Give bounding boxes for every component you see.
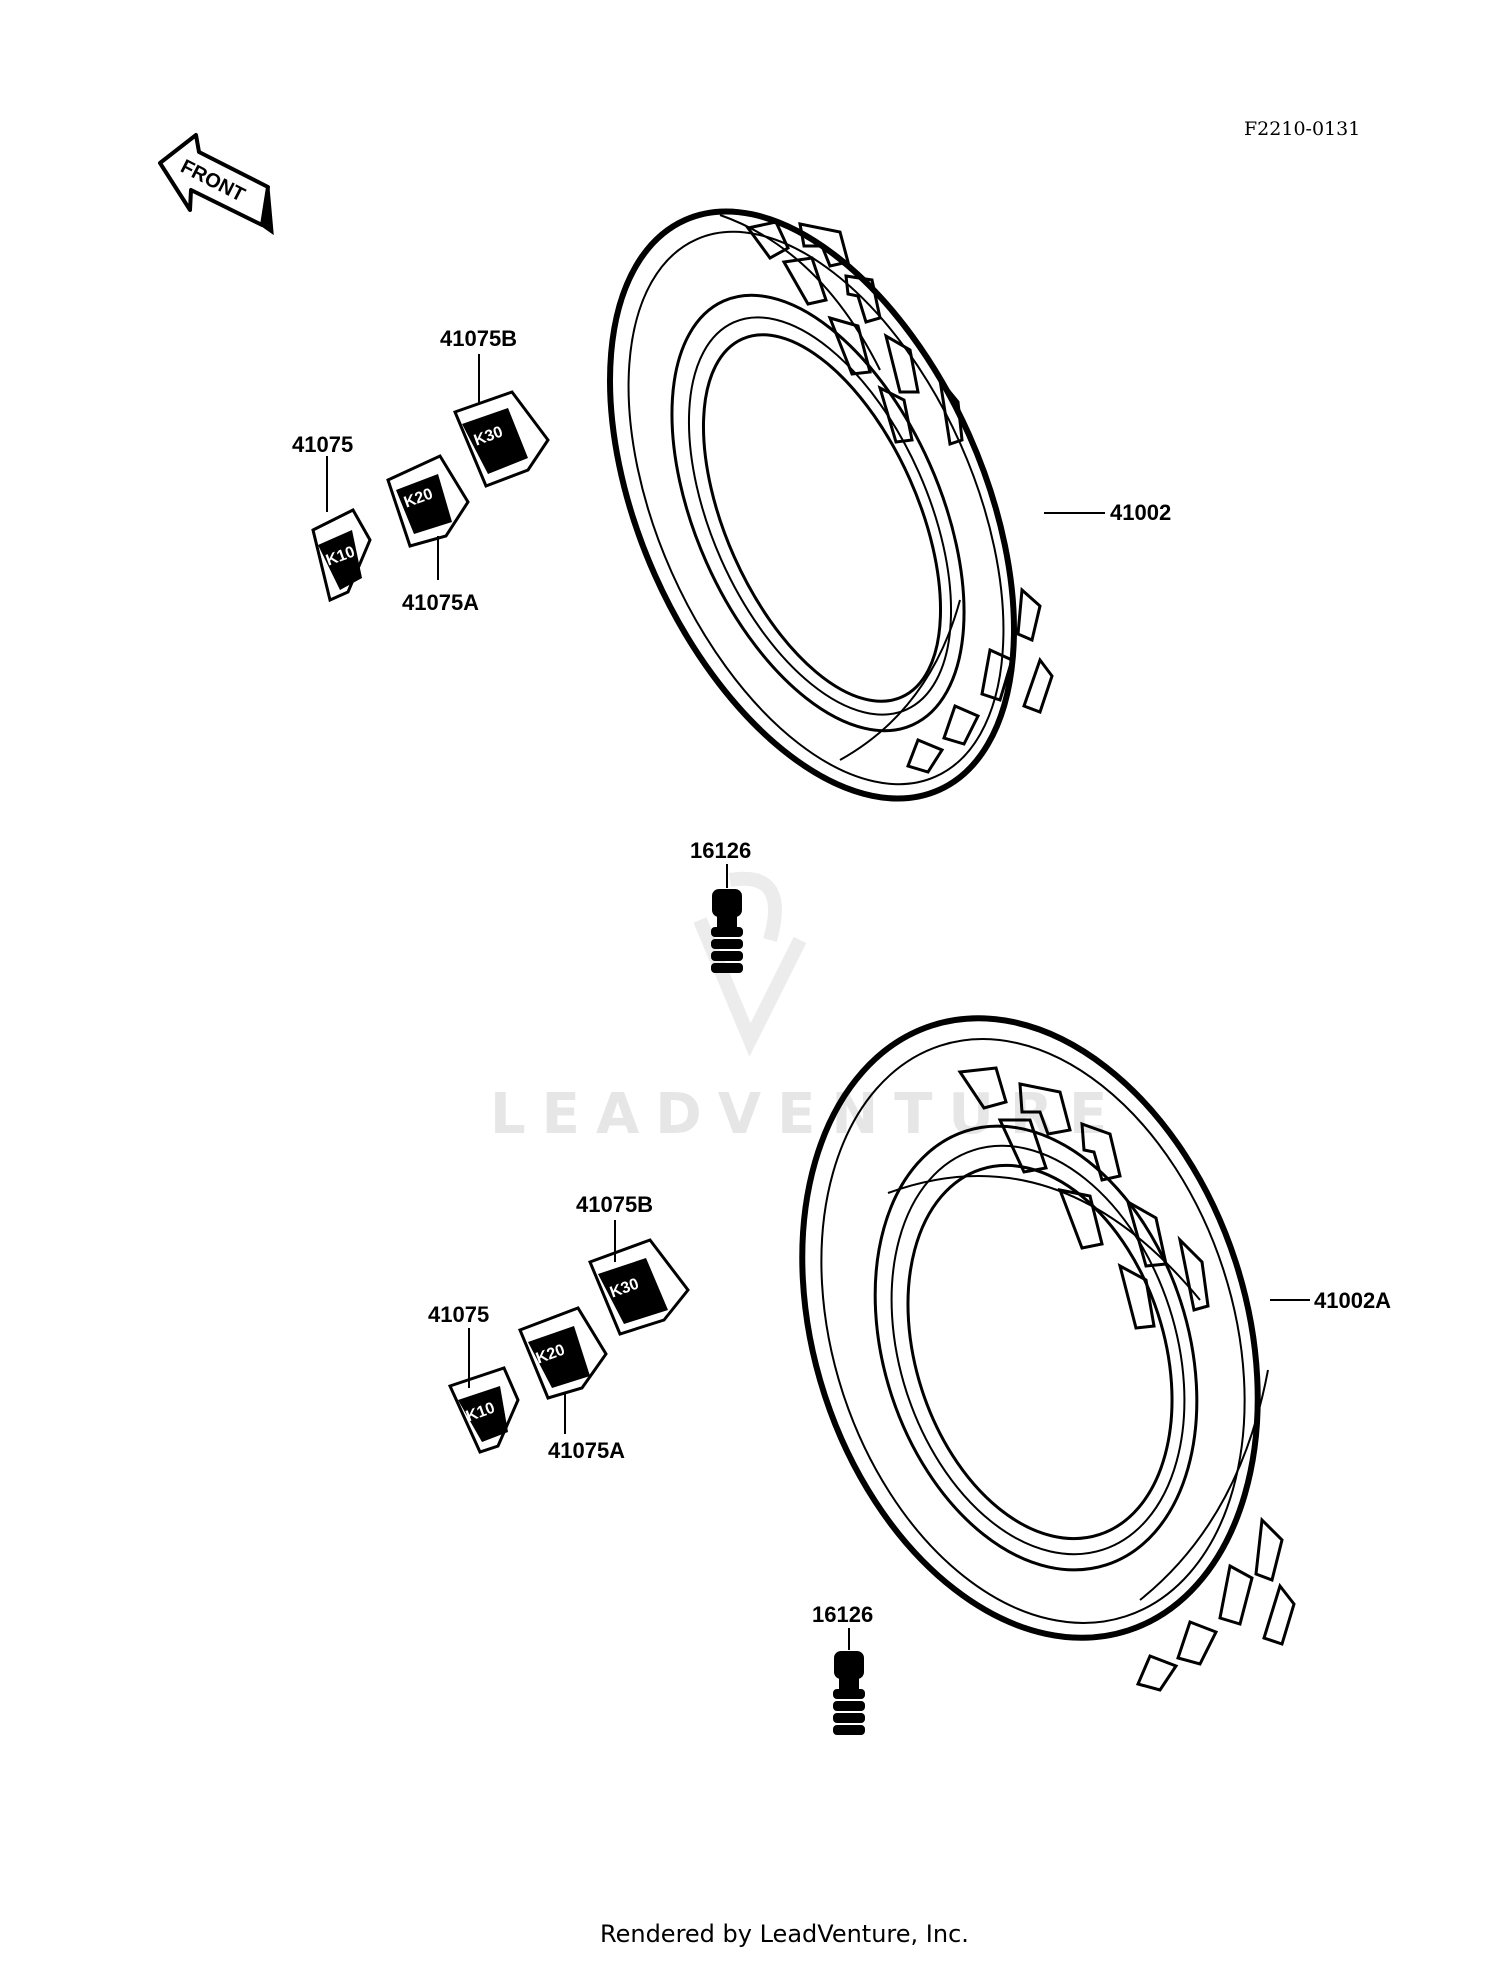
label-front-weight-a: 41075A: [402, 590, 480, 615]
label-front-weight: 41075: [292, 432, 354, 457]
leaders-rear-weights: [468, 1220, 616, 1434]
front-tire-tread: [745, 220, 1054, 774]
rear-balance-weight: [447, 1366, 520, 1454]
front-tire: [607, 208, 1017, 802]
front-balance-weight-b: [453, 390, 550, 488]
label-front-tire: 41002: [1110, 500, 1172, 525]
footer-credit: Rendered by LeadVenture, Inc.: [600, 1920, 969, 1948]
figure-code: F2210-0131: [1244, 118, 1361, 140]
front-valve: [711, 889, 743, 973]
label-rear-weight-b: 41075B: [576, 1192, 654, 1217]
label-rear-weight: 41075: [428, 1302, 490, 1327]
rear-balance-weight-a: [518, 1306, 608, 1400]
front-balance-weight-a: [386, 454, 470, 548]
rear-tire: [799, 1015, 1269, 1641]
rear-valve: [833, 1651, 865, 1735]
rear-tire-tread: [957, 1066, 1296, 1692]
rear-balance-weight-b: [588, 1238, 690, 1336]
label-front-weight-b: 41075B: [440, 326, 518, 351]
leaders-front-weights: [326, 354, 480, 580]
front-balance-weight: [311, 508, 372, 603]
label-rear-weight-a: 41075A: [548, 1438, 626, 1463]
label-rear-valve: 16126: [812, 1602, 874, 1627]
front-arrow-icon: [158, 133, 274, 236]
label-front-valve: 16126: [690, 838, 752, 863]
label-rear-tire: 41002A: [1314, 1288, 1392, 1313]
